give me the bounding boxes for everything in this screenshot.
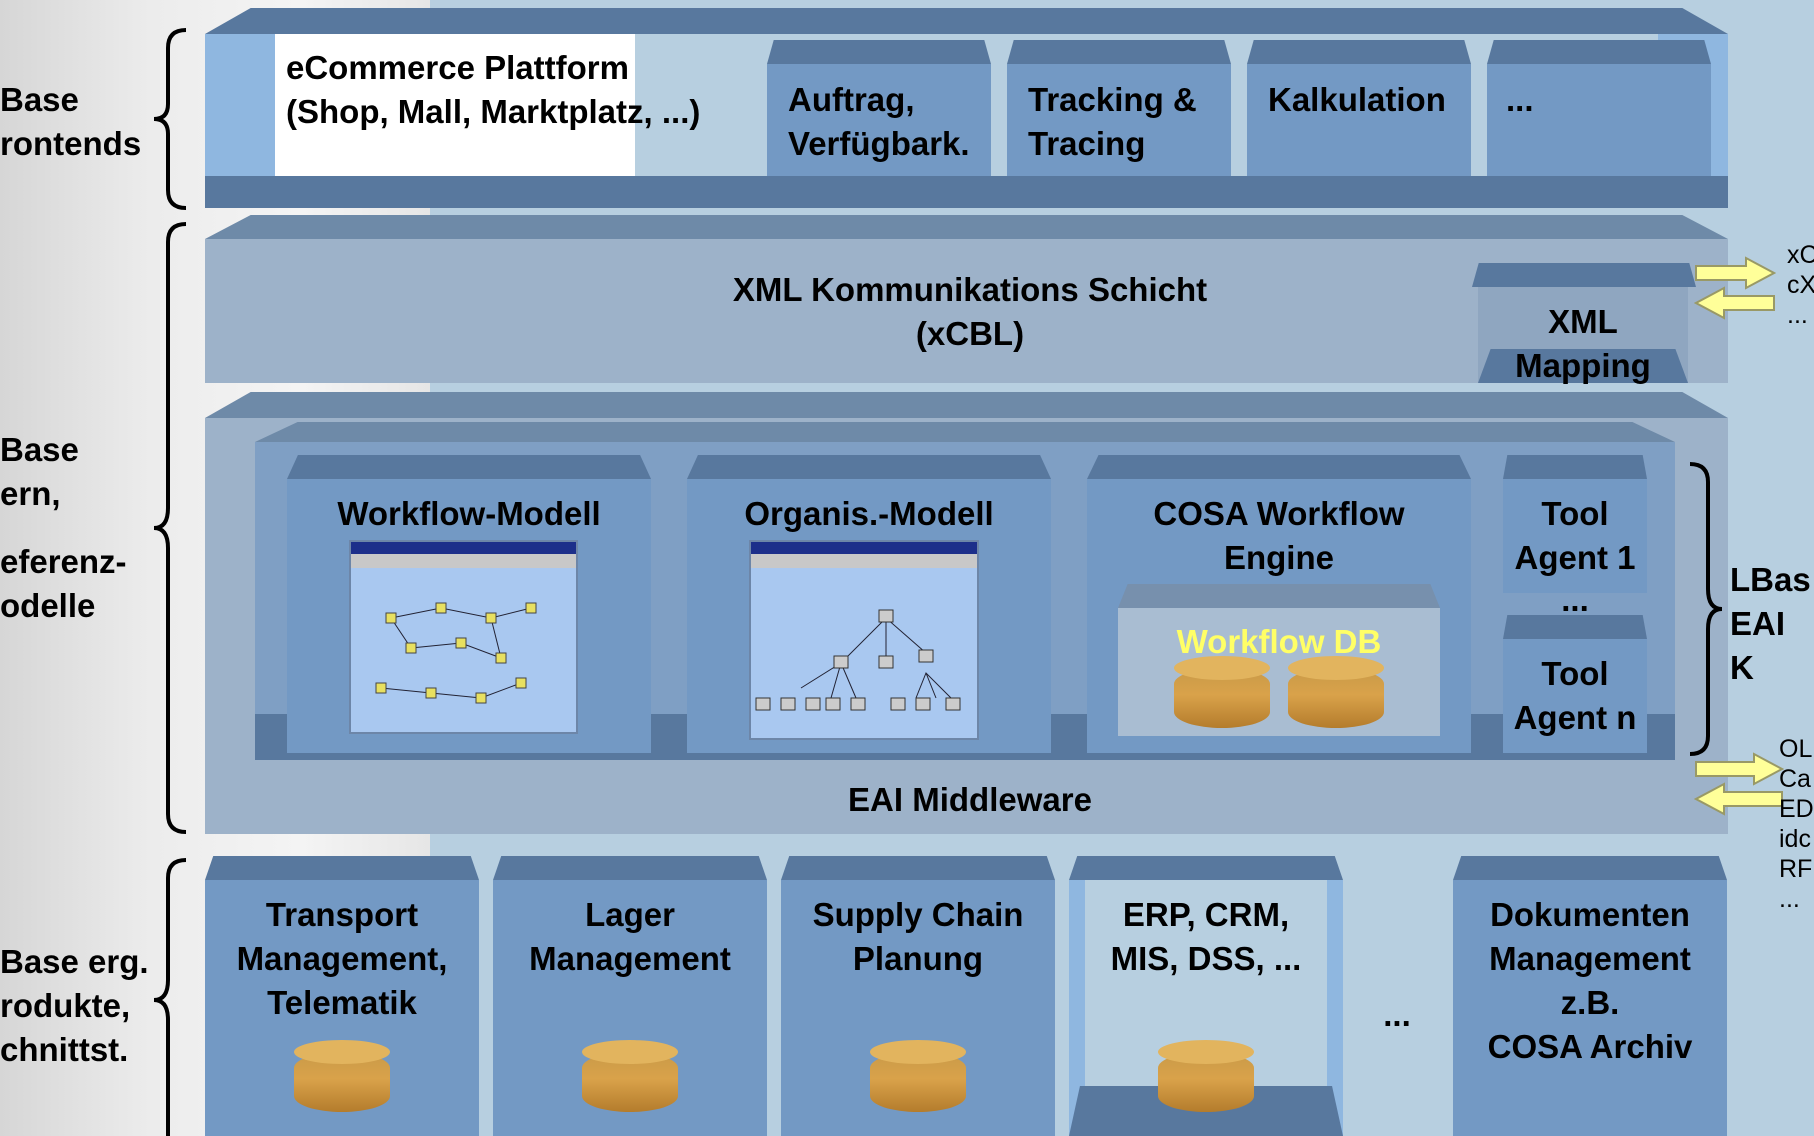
brace-products bbox=[153, 858, 187, 1136]
workflow-model-label: Workflow-Modell bbox=[337, 495, 601, 532]
brace-eai bbox=[1689, 462, 1723, 756]
module-lager-label: Lager Management bbox=[529, 896, 731, 977]
label-products: Base erg. rodukte, chnittst. bbox=[0, 943, 149, 1068]
module-dokumenten-label: Dokumenten Management z.B. COSA Archiv bbox=[1487, 896, 1693, 1065]
database-icon bbox=[870, 1040, 966, 1112]
module-auftrag bbox=[767, 64, 991, 176]
module-ellipsis-label: ... bbox=[1383, 996, 1411, 1033]
database-icon bbox=[1288, 656, 1384, 728]
tool-agent-n-box bbox=[1503, 639, 1647, 753]
org-model-screenshot bbox=[749, 540, 979, 740]
arrow-left-icon bbox=[1694, 286, 1775, 320]
brace-models bbox=[153, 222, 187, 834]
workflow-db-box bbox=[1118, 584, 1440, 736]
label-models: Base ern, bbox=[0, 431, 79, 512]
ecommerce-platform-label: eCommerce Plattform (Shop, Mall, Marktpl… bbox=[286, 49, 701, 130]
tool-agent-1-label: Tool Agent 1 bbox=[1514, 495, 1636, 576]
eai-middleware-label: EAI Middleware bbox=[848, 781, 1092, 818]
arrow-right-icon bbox=[1695, 256, 1776, 290]
tool-agent-n-label: Tool Agent n bbox=[1513, 655, 1637, 736]
module-transport-label: Transport Management, Telematik bbox=[236, 896, 448, 1021]
module-more-label: ... bbox=[1506, 81, 1534, 118]
module-tracking bbox=[1007, 64, 1231, 176]
eai-interfaces-list: OL Ca ED idc RF ... bbox=[1779, 735, 1814, 913]
xml-formats-list: xC cX ... bbox=[1787, 241, 1814, 329]
label-models2: eferenz- odelle bbox=[0, 543, 127, 624]
database-icon bbox=[294, 1040, 390, 1112]
module-erp-label: ERP, CRM, MIS, DSS, ... bbox=[1110, 896, 1302, 977]
module-dokumenten bbox=[1453, 880, 1727, 1136]
module-supply-chain-label: Supply Chain Planung bbox=[812, 896, 1024, 977]
database-icon bbox=[582, 1040, 678, 1112]
module-more bbox=[1487, 64, 1711, 176]
frontend-layer bbox=[205, 8, 1728, 208]
module-auftrag-label: Auftrag, Verfügbark. bbox=[788, 81, 970, 162]
module-tracking-label: Tracking & Tracing bbox=[1028, 81, 1197, 162]
cosa-engine-label: COSA Workflow Engine bbox=[1153, 495, 1405, 576]
org-model-label: Organis.-Modell bbox=[744, 495, 994, 532]
xml-mapping-box bbox=[1478, 287, 1688, 383]
tool-agent-ellipsis: ... bbox=[1561, 581, 1589, 618]
database-icon bbox=[1174, 656, 1270, 728]
label-frontends: Base rontends bbox=[0, 81, 142, 162]
module-kalkulation-label: Kalkulation bbox=[1268, 81, 1446, 118]
arrow-left-icon bbox=[1694, 782, 1783, 816]
workflow-db-label: Workflow DB bbox=[1176, 623, 1382, 660]
module-kalkulation bbox=[1247, 64, 1471, 176]
tool-agent-1-box bbox=[1503, 479, 1647, 593]
eai-right-label: LBas EAI K bbox=[1730, 561, 1811, 686]
xml-mapping-label: XML Mapping bbox=[1515, 303, 1651, 384]
brace-frontends bbox=[153, 28, 187, 210]
xml-layer bbox=[205, 215, 1728, 383]
database-icon bbox=[1158, 1040, 1254, 1112]
arrow-right-icon bbox=[1695, 752, 1784, 786]
workflow-model-screenshot bbox=[349, 540, 578, 734]
xml-layer-title: XML Kommunikations Schicht (xCBL) bbox=[732, 271, 1208, 352]
